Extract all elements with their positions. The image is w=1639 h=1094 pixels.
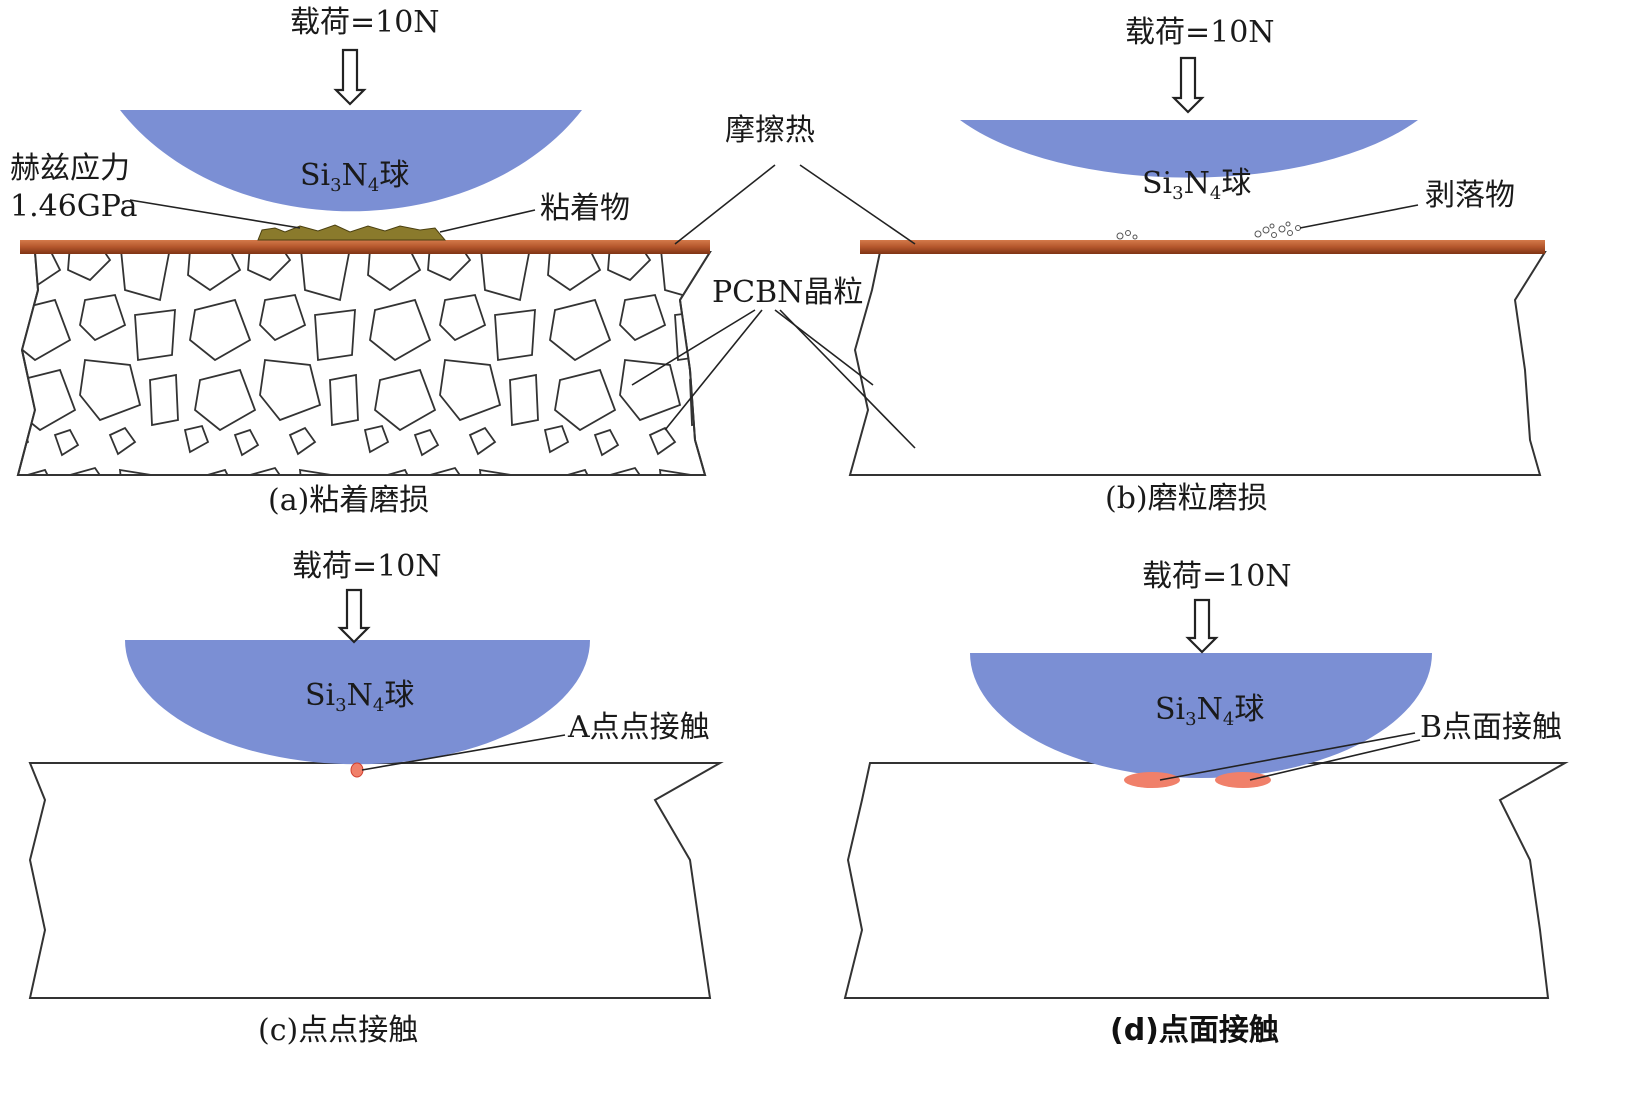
pcbn-leader-2 (664, 309, 763, 431)
hertz-leader (129, 199, 301, 229)
pcbn-leader-1 (631, 309, 756, 386)
hertz-stress-label-2: 1.46GPa (10, 189, 138, 224)
copper-layer-b (860, 240, 1545, 254)
caption-b: (b)磨粒磨损 (1105, 481, 1268, 516)
ball-label-b: Si3N4球 (1142, 166, 1251, 204)
adhesive-a (257, 224, 447, 241)
adhesive-label: 粘着物 (540, 191, 630, 226)
contact-spot-b1 (1124, 772, 1180, 788)
point-contact-leader (361, 734, 566, 771)
load-label-c: 载荷=10N (292, 549, 442, 584)
pcbn-block-d (843, 762, 1569, 999)
panel-d: Si3N4球 载荷=10N B点面接触 (d)点面接触 (843, 559, 1569, 1048)
surface-contact-leader-2 (1249, 739, 1421, 781)
copper-layer-a (20, 240, 710, 254)
debris-b (1116, 221, 1301, 240)
pcbn-block-b (848, 251, 1547, 476)
pcbn-leader-4 (779, 309, 916, 449)
caption-d: (d)点面接触 (1110, 1013, 1279, 1048)
panel-a: Si3N4球 载荷=10N 赫兹应力 1.46GPa 粘着物 (a)粘着磨损 (10, 5, 712, 518)
load-label-d: 载荷=10N (1142, 559, 1292, 594)
load-arrow-d (1185, 598, 1219, 654)
hertz-stress-label-1: 赫兹应力 (10, 151, 130, 186)
ball-b (960, 120, 1418, 178)
debris-leader (1299, 204, 1419, 229)
load-arrow-a (333, 48, 367, 106)
surface-contact-leader-1 (1159, 732, 1416, 781)
ball-a (120, 110, 582, 212)
pcbn-grain-label: PCBN晶粒 (712, 275, 863, 310)
ball-label-a: Si3N4球 (300, 158, 409, 196)
caption-a: (a)粘着磨损 (268, 483, 429, 518)
friction-heat-leader-b (799, 164, 916, 245)
caption-c: (c)点点接触 (258, 1013, 418, 1048)
point-contact-a-label: A点点接触 (567, 710, 710, 745)
adhesive-leader (439, 209, 536, 233)
ball-label-c: Si3N4球 (305, 678, 414, 716)
panel-b: Si3N4球 载荷=10N 剥落物 (b)磨粒磨损 (848, 15, 1547, 516)
friction-heat-leader-a (674, 164, 776, 245)
panel-c: Si3N4球 载荷=10N A点点接触 (c)点点接触 (28, 549, 724, 1048)
debris-label: 剥落物 (1425, 178, 1515, 213)
contact-spot-a (350, 762, 364, 778)
ball-c (125, 640, 590, 765)
load-label-b: 载荷=10N (1125, 15, 1275, 50)
surface-contact-b-label: B点面接触 (1420, 710, 1562, 745)
ball-label-d: Si3N4球 (1155, 692, 1264, 730)
contact-spot-b2 (1215, 772, 1271, 788)
ball-d (970, 653, 1432, 778)
load-arrow-c (337, 588, 371, 644)
shared-labels: 摩擦热 PCBN晶粒 (631, 113, 916, 449)
friction-heat-label: 摩擦热 (725, 113, 815, 148)
load-label-a: 载荷=10N (290, 5, 440, 40)
load-arrow-b (1171, 56, 1205, 114)
pcbn-block-c (28, 762, 724, 999)
